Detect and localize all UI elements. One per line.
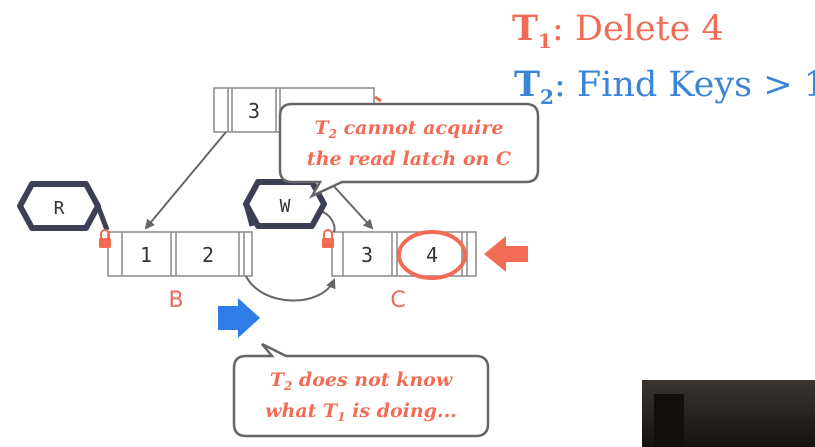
node-b: 1 2	[107, 231, 253, 277]
node-c-key-4: 4	[426, 243, 438, 267]
callout-bottom-rest: does not know	[292, 369, 453, 391]
t2-arrow-icon	[218, 298, 260, 338]
callout-top-line2: the read latch on C	[306, 148, 512, 170]
callout-top-sub: 2	[328, 127, 337, 141]
delete-target-circle	[397, 230, 467, 280]
pointer-to-c	[329, 181, 374, 230]
node-c: 3 4	[331, 230, 477, 280]
t2-text: : Find Keys > 1	[553, 65, 815, 105]
t1-legend: T1: Delete 4	[512, 8, 724, 53]
t1-subscript: 1	[538, 29, 552, 53]
callout-bottom-text: T2 does not know what T1 is doing...	[234, 368, 488, 430]
t1-arrow-icon	[484, 236, 528, 272]
read-latch: R	[17, 181, 101, 231]
write-latch-tail	[243, 203, 255, 227]
callout-bottom-sub2: 1	[337, 410, 346, 424]
callout-top-rest: cannot acquire	[337, 117, 504, 139]
callout-bottom-doing: is doing...	[345, 400, 457, 422]
t2-letter: T	[514, 64, 541, 105]
t1-letter: T	[512, 8, 539, 49]
callout-bottom-bubble	[232, 342, 490, 438]
callout-bottom-line1: T2 does not know	[234, 368, 488, 399]
callout-top-line1: T2 cannot acquire	[280, 116, 538, 147]
node-b-label: B	[168, 288, 183, 313]
node-b-key-1: 1	[140, 243, 152, 267]
write-latch: W	[243, 179, 327, 229]
root-key: 3	[248, 99, 260, 123]
callout-top-t: T	[314, 117, 329, 139]
write-latch-label: W	[280, 196, 291, 217]
sibling-pointer	[245, 275, 336, 302]
callout-top-text: T2 cannot acquire the read latch on C	[280, 116, 538, 172]
callout-bottom-line2: what T1 is doing...	[234, 399, 488, 430]
lock-icon	[322, 229, 334, 248]
read-latch-tail	[95, 205, 110, 231]
t1-text: : Delete 4	[551, 9, 724, 49]
callout-bottom-what: what T	[265, 400, 338, 422]
read-latch-label: R	[54, 198, 65, 219]
pointer-to-b	[144, 131, 227, 230]
node-c-key-3: 3	[361, 243, 373, 267]
callout-bottom-t: T	[269, 369, 284, 391]
t2-legend: T2: Find Keys > 1	[514, 64, 815, 109]
callout-top-bubble	[278, 102, 540, 199]
callout-bottom-sub: 2	[283, 379, 293, 393]
webcam-overlay	[642, 380, 815, 447]
node-c-label: C	[390, 288, 405, 313]
lock-icon	[99, 229, 111, 248]
t2-subscript: 2	[540, 85, 554, 109]
node-b-key-2: 2	[202, 243, 214, 267]
